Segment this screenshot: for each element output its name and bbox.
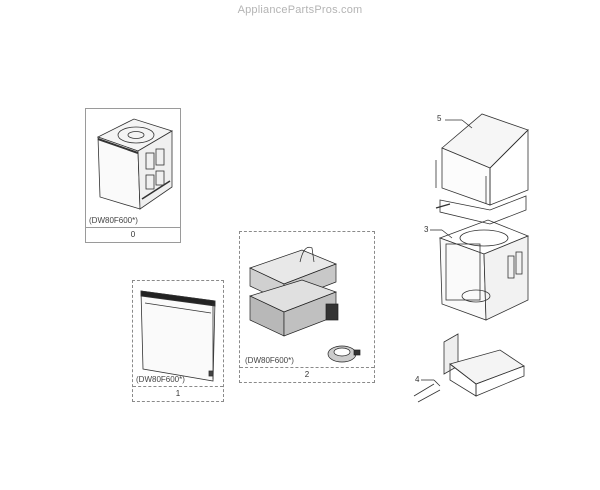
group-box-1: (DW80F600*) 1 <box>132 280 224 402</box>
group-index-2: 2 <box>240 367 374 382</box>
group-index-0: 0 <box>86 227 180 242</box>
group-index-1: 1 <box>133 386 223 401</box>
callout-3: 3 <box>424 225 429 234</box>
group-box-2: (DW80F600*) 2 <box>239 231 375 383</box>
watermark: AppliancePartsPros.com <box>237 4 363 16</box>
group-box-0: (DW80F600*) 0 <box>85 108 181 243</box>
dishwasher-illustration <box>96 118 173 210</box>
door-illustration <box>140 290 216 382</box>
model-label-1: (DW80F600*) <box>136 375 185 384</box>
model-label-2: (DW80F600*) <box>245 356 294 365</box>
callout-4: 4 <box>415 375 420 384</box>
racks-illustration <box>249 246 361 363</box>
callout-5: 5 <box>437 114 442 123</box>
model-label-0: (DW80F600*) <box>89 216 138 225</box>
